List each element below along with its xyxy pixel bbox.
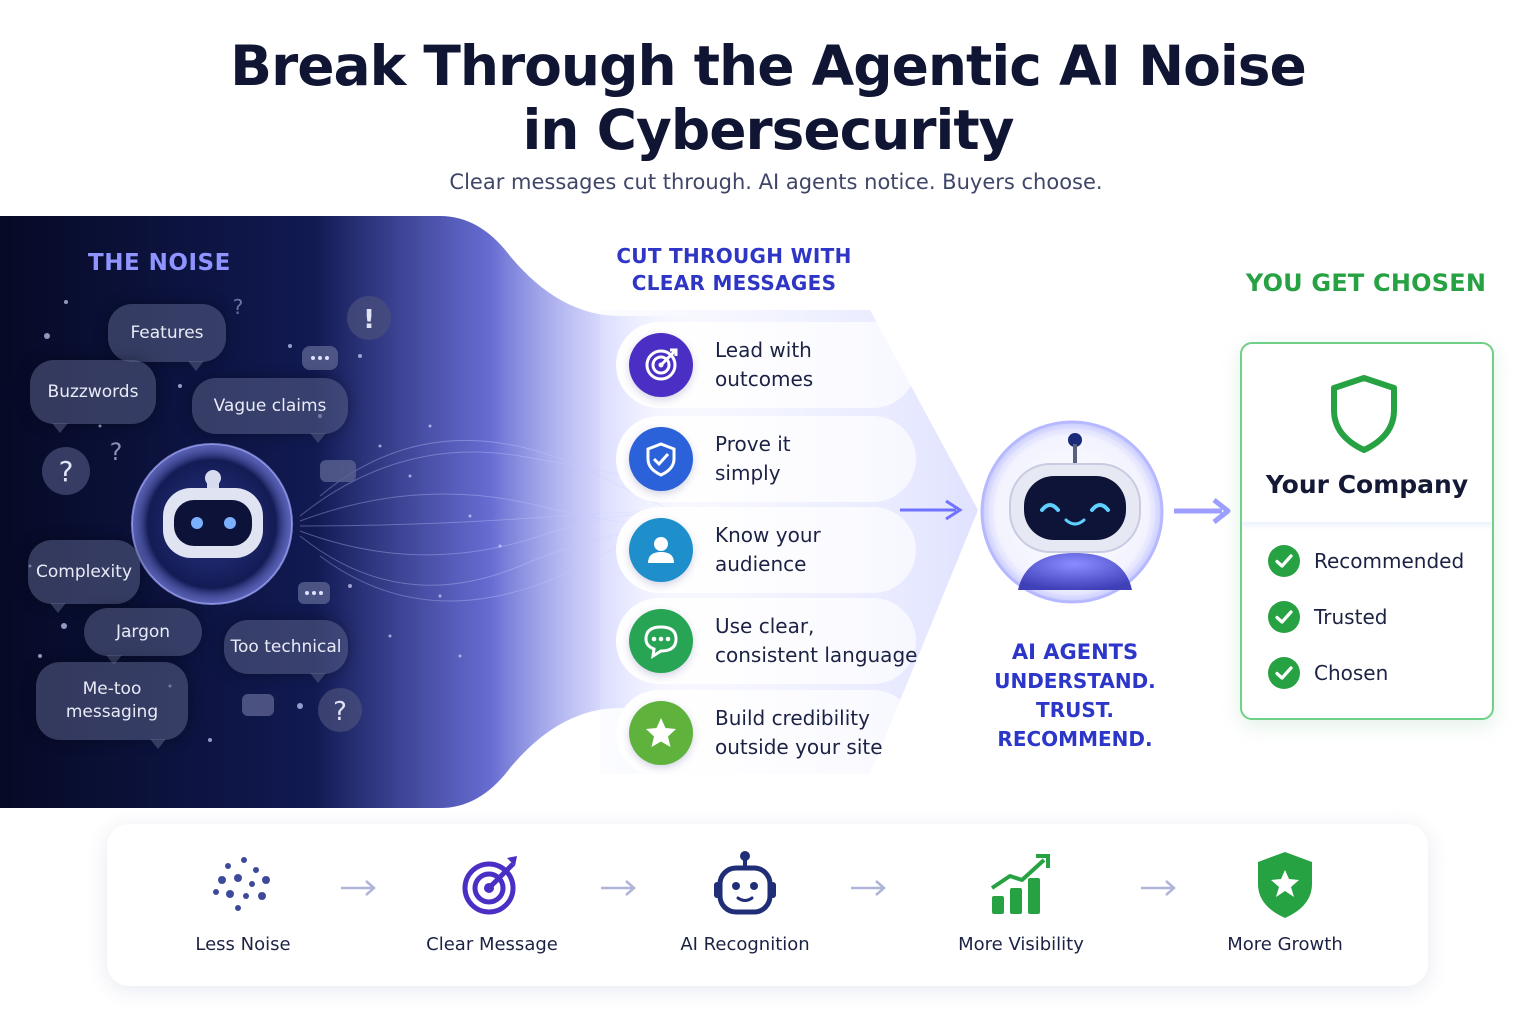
page-subtitle: Clear messages cut through. AI agents no… bbox=[449, 170, 1103, 194]
bubble-complexity: Complexity bbox=[28, 540, 140, 613]
bubble-too-technical-text: Too technical bbox=[230, 636, 342, 657]
bubble-jargon-text: Jargon bbox=[115, 621, 171, 642]
arrow-right-icon bbox=[1141, 880, 1176, 896]
bubble-too-technical: Too technical bbox=[224, 620, 348, 683]
ai-agent-robot bbox=[978, 418, 1166, 606]
bubble-features: Features bbox=[108, 304, 226, 371]
step-know-your-audience: Know your audience bbox=[616, 507, 916, 593]
check-chosen-label: Chosen bbox=[1314, 661, 1389, 685]
bubble-features-text: Features bbox=[130, 322, 204, 343]
outcome-more-growth: More Growth bbox=[1195, 850, 1375, 955]
user-icon bbox=[629, 518, 693, 582]
bubble-me-too: Me-too messaging bbox=[36, 662, 188, 749]
exclamation-icon: ! bbox=[347, 296, 391, 340]
check-trusted: Trusted bbox=[1268, 601, 1387, 633]
step-clear-language: Use clear, consistent language bbox=[616, 598, 918, 684]
page-title: Break Through the Agentic AI Noise in Cy… bbox=[0, 34, 1536, 162]
chat-dots-icon bbox=[242, 346, 356, 716]
step-3-line1: Know your bbox=[715, 523, 821, 547]
title-line-2: in Cybersecurity bbox=[522, 98, 1014, 162]
outcome-more-visibility-label: More Visibility bbox=[958, 934, 1084, 955]
robot-icon bbox=[714, 851, 776, 915]
cut-heading-line2: CLEAR MESSAGES bbox=[631, 271, 837, 295]
company-card: Your Company Recommended Trusted Chosen bbox=[1240, 342, 1494, 720]
bubble-vague-claims-text: Vague claims bbox=[213, 395, 327, 416]
agent-caption: AI AGENTS UNDERSTAND. TRUST. RECOMMEND. bbox=[960, 638, 1190, 754]
outcome-less-noise: Less Noise bbox=[153, 850, 333, 955]
cut-heading-line1: CUT THROUGH WITH bbox=[616, 244, 852, 268]
svg-text:?: ? bbox=[59, 455, 74, 488]
outcome-clear-message-label: Clear Message bbox=[426, 934, 558, 955]
check-recommended: Recommended bbox=[1268, 545, 1464, 577]
arrow-right-icon bbox=[341, 880, 376, 896]
company-name: Your Company bbox=[1265, 470, 1469, 499]
arrow-right-icon bbox=[601, 880, 636, 896]
outcome-more-visibility: More Visibility bbox=[931, 850, 1111, 955]
outcome-ai-recognition: AI Recognition bbox=[655, 850, 835, 955]
step-1-line1: Lead with bbox=[715, 338, 812, 362]
step-lead-with-outcomes: Lead with outcomes bbox=[616, 322, 916, 408]
question-mark-icon: ? bbox=[42, 447, 90, 495]
svg-text:!: ! bbox=[363, 305, 375, 335]
shield-check-icon bbox=[629, 427, 693, 491]
step-3-line2: audience bbox=[715, 552, 807, 576]
noise-panel: ? ! ? ? ? bbox=[0, 216, 700, 808]
card-divider bbox=[1242, 522, 1492, 530]
step-1-line2: outcomes bbox=[715, 367, 814, 391]
step-2-line1: Prove it bbox=[715, 432, 791, 456]
step-build-credibility: Build credibility outside your site bbox=[616, 690, 916, 776]
agent-caption-line3: TRUST. RECOMMEND. bbox=[997, 698, 1153, 751]
arrow-right-icon bbox=[851, 880, 886, 896]
bubble-buzzwords-text: Buzzwords bbox=[47, 381, 139, 402]
bubble-buzzwords: Buzzwords bbox=[30, 360, 156, 433]
step-4-line2: consistent language bbox=[715, 643, 918, 667]
happy-robot-icon bbox=[980, 420, 1164, 604]
svg-text:?: ? bbox=[333, 697, 347, 727]
cut-through-heading: CUT THROUGH WITH CLEAR MESSAGES bbox=[612, 243, 856, 297]
noise-label: THE NOISE bbox=[88, 250, 231, 276]
target-icon bbox=[462, 856, 517, 915]
step-4-line1: Use clear, bbox=[715, 614, 815, 638]
noise-robot-icon bbox=[131, 443, 293, 605]
growth-chart-icon bbox=[990, 854, 1050, 914]
arrow-to-company bbox=[1174, 498, 1231, 524]
shield-star-icon bbox=[1258, 852, 1312, 918]
step-5-line1: Build credibility bbox=[715, 706, 870, 730]
agent-caption-line2: UNDERSTAND. bbox=[994, 669, 1156, 693]
svg-text:?: ? bbox=[110, 438, 123, 466]
star-icon bbox=[629, 701, 693, 765]
outcomes-bar: Less Noise Clear Message AI Recognition bbox=[107, 824, 1428, 986]
dots-icon bbox=[213, 857, 270, 911]
outcome-ai-recognition-label: AI Recognition bbox=[680, 934, 810, 955]
outcome-less-noise-label: Less Noise bbox=[195, 934, 291, 955]
target-icon bbox=[629, 333, 693, 397]
step-5-line2: outside your site bbox=[715, 735, 883, 759]
check-trusted-label: Trusted bbox=[1314, 605, 1388, 629]
bubble-me-too-text: Me-too messaging bbox=[65, 679, 159, 722]
bubble-complexity-text: Complexity bbox=[35, 561, 132, 582]
check-circle-icon bbox=[1268, 545, 1300, 577]
outcome-clear-message: Clear Message bbox=[402, 850, 582, 955]
step-2-line2: simply bbox=[715, 461, 781, 485]
noise-background: ? ! ? ? ? bbox=[0, 216, 700, 808]
svg-text:?: ? bbox=[233, 295, 244, 319]
shield-icon bbox=[1331, 375, 1397, 453]
title-line-1: Break Through the Agentic AI Noise bbox=[230, 34, 1307, 98]
step-prove-it-simply: Prove it simply bbox=[616, 416, 916, 502]
chosen-heading: YOU GET CHOSEN bbox=[1245, 269, 1487, 297]
outcome-more-growth-label: More Growth bbox=[1227, 934, 1343, 955]
agent-caption-line1: AI AGENTS bbox=[1011, 640, 1139, 664]
check-circle-icon bbox=[1268, 601, 1300, 633]
check-recommended-label: Recommended bbox=[1314, 549, 1465, 573]
check-chosen: Chosen bbox=[1268, 657, 1388, 689]
bubble-vague-claims: Vague claims bbox=[192, 378, 348, 443]
check-circle-icon bbox=[1268, 657, 1300, 689]
question-mark-icon-2: ? bbox=[318, 688, 362, 732]
chat-icon bbox=[629, 609, 693, 673]
bubble-jargon: Jargon bbox=[84, 608, 202, 665]
